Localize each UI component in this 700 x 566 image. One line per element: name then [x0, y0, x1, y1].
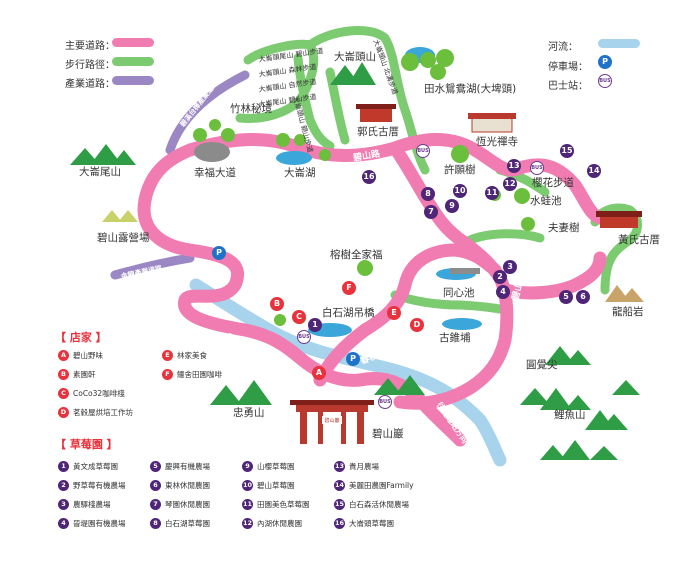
place-fuqi: 夫妻樹	[548, 222, 580, 234]
place-dakengtoushan: 大崙頭山	[334, 51, 376, 63]
shop-marker-d[interactable]: D	[410, 318, 424, 332]
place-xuli: 許願樹	[444, 164, 476, 176]
place-zhongyong: 忠勇山	[233, 407, 265, 419]
bus-stop-marker[interactable]: BUS	[378, 395, 392, 409]
farm-marker-16[interactable]: 16	[362, 170, 376, 184]
farm-marker-3[interactable]: 3	[503, 260, 517, 274]
place-rongshu: 榕樹全家福	[330, 249, 383, 261]
mountains	[70, 62, 640, 460]
place-guzhuipu: 古錐埔	[439, 332, 471, 344]
legend-industrial-swatch	[112, 76, 154, 85]
farm-marker-12[interactable]: 12	[503, 177, 517, 191]
legend-bus-label: 巴士站：	[548, 81, 588, 92]
shop-marker-b[interactable]: B	[270, 297, 284, 311]
farm-marker-10[interactable]: 10	[453, 184, 467, 198]
farm-marker-8[interactable]: 8	[421, 187, 435, 201]
farm-marker-7[interactable]: 7	[424, 205, 438, 219]
farm-marker-14[interactable]: 14	[587, 164, 601, 178]
place-liyu: 鯉魚山	[554, 409, 586, 421]
trail-network	[235, 26, 642, 315]
farm-marker-13[interactable]: 13	[507, 159, 521, 173]
parking-marker[interactable]: P	[346, 352, 360, 366]
place-longchuan: 龍船岩	[612, 306, 644, 318]
place-dakengweishan: 大崙尾山	[79, 166, 121, 178]
place-dakenghu: 大崙湖	[284, 167, 316, 179]
shop-marker-e[interactable]: E	[387, 306, 401, 320]
place-yinghua: 櫻花步道	[532, 177, 574, 189]
shops-title: 【 店家 】	[55, 331, 107, 344]
legend-main-road-label: 主要道路：	[65, 41, 115, 52]
gate-sign: 碧山巖	[324, 417, 339, 424]
legend-river-label: 河流：	[548, 42, 578, 53]
shop-marker-c[interactable]: C	[292, 310, 306, 324]
place-xingfu: 幸福大道	[194, 167, 236, 179]
place-guoshi: 郭氏古厝	[357, 126, 399, 138]
place-yuanjue: 圓覺尖	[526, 359, 558, 371]
buildings	[290, 104, 642, 444]
river	[189, 278, 507, 467]
bus-stop-marker[interactable]: BUS	[297, 330, 311, 344]
farm-marker-11[interactable]: 11	[485, 186, 499, 200]
legend-main-road-swatch	[112, 38, 154, 47]
place-biyan: 碧山巖	[372, 428, 404, 440]
farm-marker-1[interactable]: 1	[308, 318, 322, 332]
farm-marker-2[interactable]: 2	[493, 270, 507, 284]
legend-river-swatch	[598, 39, 640, 48]
farm-marker-15[interactable]: 15	[560, 144, 574, 158]
legend-parking-label: 停車場：	[548, 62, 588, 73]
parking-marker[interactable]: P	[212, 246, 226, 260]
farm-marker-5[interactable]: 5	[559, 290, 573, 304]
bus-stop-marker[interactable]: BUS	[530, 161, 544, 175]
farms-title: 【 草莓園 】	[55, 438, 118, 451]
rock-features	[102, 142, 644, 302]
industrial-roads	[110, 70, 250, 280]
bus-icon: BUS	[598, 74, 612, 88]
farm-marker-6[interactable]: 6	[576, 290, 590, 304]
place-shuiwa: 水蛙池	[530, 195, 562, 207]
place-hengguang: 恆光禪寺	[476, 136, 518, 148]
place-baishihu: 白石湖吊橋	[322, 307, 375, 319]
place-zhulin: 竹林秘境	[230, 103, 272, 115]
legend-trail-label: 步行路徑：	[65, 60, 115, 71]
parking-icon: P	[598, 55, 612, 69]
place-bishan-camp: 碧山露營場	[97, 232, 150, 244]
legend-trail-swatch	[112, 57, 154, 66]
farm-marker-4[interactable]: 4	[496, 285, 510, 299]
shop-marker-f[interactable]: F	[342, 281, 356, 295]
shop-marker-a[interactable]: A	[312, 366, 326, 380]
place-tianshui: 田水鴛鴦湖(大埤頭)	[424, 83, 517, 95]
legend-industrial-label: 產業道路：	[65, 79, 115, 90]
farm-marker-9[interactable]: 9	[445, 199, 459, 213]
place-tongxin: 同心池	[443, 287, 475, 299]
place-huangshi: 黃氏古厝	[618, 234, 660, 246]
bus-stop-marker[interactable]: BUS	[416, 144, 430, 158]
